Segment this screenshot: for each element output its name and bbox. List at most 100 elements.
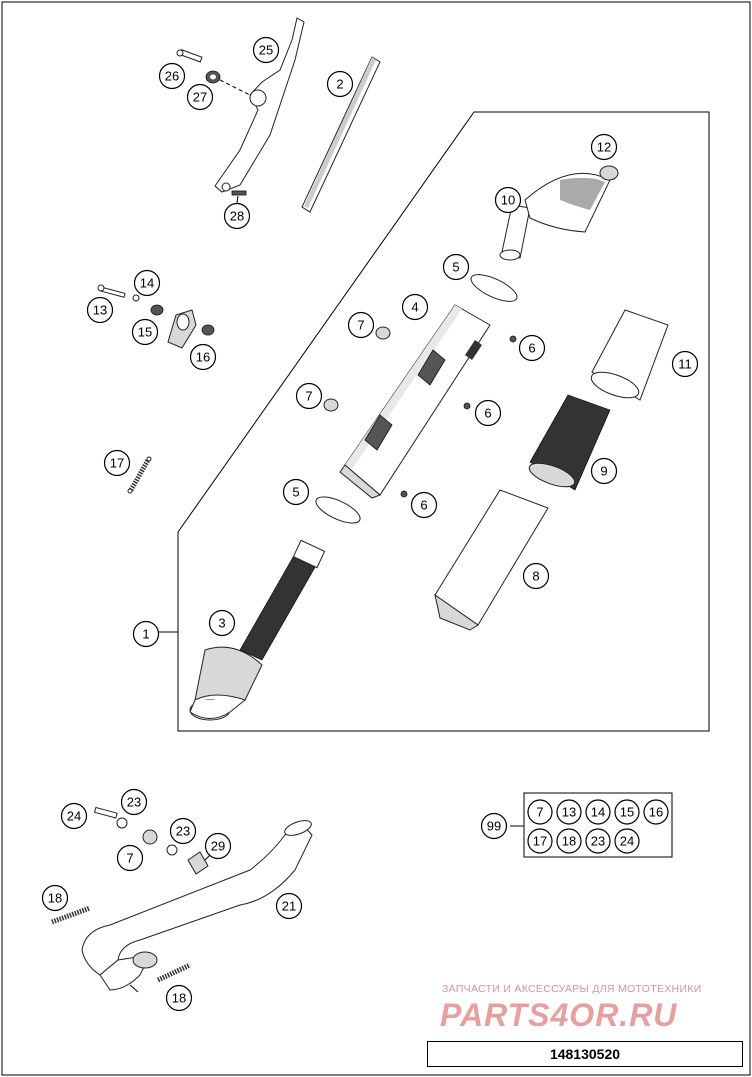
callout-24: 24: [614, 828, 640, 854]
callout-label: 7: [536, 805, 543, 820]
callout-25: 25: [252, 36, 280, 64]
nut-7-upper: [375, 326, 391, 340]
callout-6: 6: [474, 399, 502, 427]
callout-label: 25: [259, 43, 273, 58]
callout-label: 2: [336, 77, 343, 92]
callout-1: 1: [132, 620, 160, 648]
outer-sleeve-11: [590, 309, 669, 401]
leader-lines: [158, 195, 524, 861]
callout-label: 14: [591, 805, 605, 820]
callout-13: 13: [556, 799, 582, 825]
callout-17: 17: [527, 828, 553, 854]
screw-28: [231, 190, 247, 196]
callout-label: 16: [649, 805, 663, 820]
nut-16: [201, 324, 215, 336]
callout-label: 26: [165, 69, 179, 84]
silencer-assembly-boundary: [177, 111, 710, 732]
washer-23-a: [116, 817, 128, 829]
callout-27: 27: [186, 83, 214, 111]
callout-5: 5: [442, 253, 470, 281]
callout-label: 23: [591, 834, 605, 849]
screw-6-a: [509, 335, 517, 343]
callout-label: 7: [305, 389, 312, 404]
callout-label: 18: [48, 891, 62, 906]
spring-18-b: [156, 962, 192, 983]
silencer-cover-8: [434, 489, 549, 631]
callout-7: 7: [347, 311, 375, 339]
silencer-body: [339, 304, 491, 499]
callout-10: 10: [494, 186, 522, 214]
callout-15: 15: [614, 799, 640, 825]
callout-7: 7: [295, 382, 323, 410]
callout-label: 6: [528, 341, 535, 356]
callout-29: 29: [204, 832, 232, 860]
callout-4: 4: [401, 293, 429, 321]
callout-16: 16: [189, 343, 217, 371]
callout-label: 18: [562, 834, 576, 849]
callout-label: 10: [501, 193, 515, 208]
callout-6: 6: [518, 334, 546, 362]
callout-label: 24: [620, 834, 634, 849]
washer-23-b: [166, 844, 178, 856]
callout-99: 99: [480, 812, 508, 840]
callout-6: 6: [410, 491, 438, 519]
callout-label: 18: [172, 991, 186, 1006]
callout-label: 23: [176, 824, 190, 839]
callout-label: 12: [597, 140, 611, 155]
callout-18: 18: [41, 884, 69, 912]
gasket-5-upper: [470, 274, 518, 302]
callout-5: 5: [282, 478, 310, 506]
callout-23: 23: [585, 828, 611, 854]
callout-label: 7: [126, 851, 133, 866]
inlet-cone-3: [189, 539, 326, 721]
header-pipe-21: [81, 820, 313, 993]
washer-14: [132, 294, 140, 302]
spring-17: [127, 456, 152, 494]
callout-3: 3: [208, 609, 236, 637]
end-cap-10: [499, 172, 611, 261]
callout-label: 11: [678, 357, 692, 372]
callout-2: 2: [326, 70, 354, 98]
callout-label: 5: [292, 485, 299, 500]
bolt-26: [176, 49, 203, 63]
callout-label: 15: [138, 325, 152, 340]
clamp-bracket: [167, 309, 197, 349]
bracket-part: [214, 17, 305, 193]
callout-13: 13: [86, 296, 114, 324]
callout-label: 14: [140, 276, 154, 291]
callout-label: 29: [211, 839, 225, 854]
callout-9: 9: [590, 457, 618, 485]
callout-label: 17: [110, 456, 124, 471]
callout-label: 16: [196, 350, 210, 365]
nut-15: [150, 304, 164, 316]
callout-label: 17: [533, 834, 547, 849]
callout-label: 24: [67, 809, 81, 824]
callout-12: 12: [590, 133, 618, 161]
gasket-5-lower: [315, 496, 361, 524]
callout-21: 21: [275, 892, 303, 920]
callout-label: 1: [142, 627, 149, 642]
washer-27: [205, 70, 221, 84]
watermark-tagline: ЗАПЧАСТИ И АКСЕССУАРЫ ДЛЯ МОТОТЕХНИКИ: [442, 983, 702, 995]
callout-28: 28: [223, 202, 251, 230]
callout-label: 7: [357, 318, 364, 333]
callout-label: 28: [230, 209, 244, 224]
nut-7-lower: [323, 398, 339, 412]
callout-7: 7: [527, 799, 553, 825]
perforated-tube-9: [528, 394, 611, 491]
callout-label: 3: [218, 616, 225, 631]
callout-label: 8: [532, 569, 539, 584]
bracket-29: [187, 851, 209, 875]
callout-23: 23: [120, 788, 148, 816]
callout-23: 23: [169, 817, 197, 845]
screw-6-c: [400, 490, 408, 498]
callout-label: 21: [282, 899, 296, 914]
spring-18-a: [51, 905, 91, 925]
callout-14: 14: [133, 269, 161, 297]
part-number-text: 148130520: [549, 1046, 621, 1062]
callout-14: 14: [585, 799, 611, 825]
callout-label: 4: [411, 300, 418, 315]
callout-label: 5: [452, 260, 459, 275]
callout-label: 15: [620, 805, 634, 820]
